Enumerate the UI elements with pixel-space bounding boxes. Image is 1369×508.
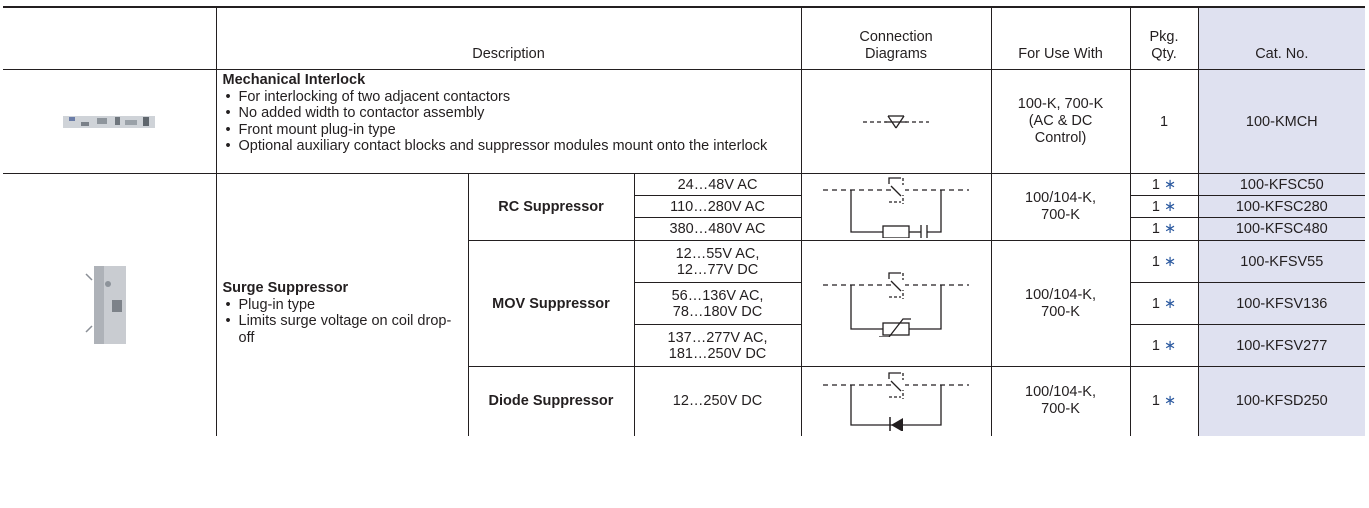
footnote-star-icon: ∗ [1163, 198, 1177, 215]
rc-cat-no-3: 100-KFSC480 [1197, 217, 1366, 241]
surge-bullets: Plug-in type Limits surge voltage on coi… [223, 297, 462, 347]
mov-use-with: 100/104-K,700-K [990, 240, 1131, 367]
mov-qty-2: 1∗ [1129, 282, 1199, 325]
header-pkg-qty: Pkg.Qty. [1129, 6, 1199, 70]
diode-suppressor-diagram [823, 372, 970, 432]
mov-cat-no-1: 100-KFSV55 [1197, 240, 1366, 283]
mov-voltage-3: 137…277V AC,181…250V DC [633, 324, 802, 367]
mov-cat-no-2: 100-KFSV136 [1197, 282, 1366, 325]
rc-qty-1: 1∗ [1129, 173, 1199, 196]
rc-suppressor-label: RC Suppressor [467, 173, 634, 241]
table-row: 110…280V AC 1∗ 100-KFSC280 [3, 195, 1366, 218]
list-item: Optional auxiliary contact blocks and su… [226, 138, 799, 155]
list-item: For interlocking of two adjacent contact… [225, 89, 795, 106]
list-item: Limits surge voltage on coil drop-off [226, 313, 462, 346]
rc-qty-3: 1∗ [1129, 217, 1199, 241]
header-for-use-with: For Use With [990, 6, 1131, 70]
interlock-row: Mechanical Interlock For interlocking of… [3, 69, 1366, 174]
list-item: Plug-in type [226, 297, 462, 314]
footnote-star-icon: ∗ [1163, 337, 1177, 354]
mov-voltage-2: 56…136V AC,78…180V DC [633, 282, 802, 325]
diode-qty: 1∗ [1129, 366, 1199, 436]
interlock-title: Mechanical Interlock [222, 72, 366, 88]
surge-title: Surge Suppressor [222, 280, 349, 296]
table-row: 137…277V AC,181…250V DC 1∗ 100-KFSV277 [3, 324, 1366, 367]
mov-cat-no-3: 100-KFSV277 [1197, 324, 1366, 367]
footnote-star-icon: ∗ [1163, 253, 1177, 270]
rc-use-with: 100/104-K,700-K [990, 173, 1131, 241]
rc-cat-no-2: 100-KFSC280 [1197, 195, 1366, 218]
mov-suppressor-label: MOV Suppressor [467, 240, 634, 367]
mov-qty-1: 1∗ [1129, 240, 1199, 283]
surge-description: Surge Suppressor Plug-in type Limits sur… [215, 173, 468, 436]
mov-qty-3: 1∗ [1129, 324, 1199, 367]
diode-diagram-cell [800, 366, 992, 436]
rc-cat-no-1: 100-KFSC50 [1197, 173, 1366, 196]
footnote-star-icon: ∗ [1163, 295, 1177, 312]
diode-cat-no: 100-KFSD250 [1197, 366, 1366, 436]
diode-suppressor-label: Diode Suppressor [467, 366, 634, 436]
header-description: Description [215, 6, 802, 70]
interlock-qty: 1 [1129, 69, 1199, 174]
table-row: 380…480V AC 1∗ 100-KFSC480 [3, 217, 1366, 241]
list-item: Front mount plug-in type [225, 122, 795, 139]
table-row: MOV Suppressor 12…55V AC,12…77V DC 100/1… [3, 240, 1366, 367]
header-image-cell [3, 6, 216, 70]
rc-qty-2: 1∗ [1129, 195, 1199, 218]
mechanical-interlock-symbol [863, 114, 930, 129]
interlock-image [3, 69, 216, 174]
diode-use-with: 100/104-K,700-K [990, 366, 1131, 436]
footnote-star-icon: ∗ [1163, 221, 1177, 237]
table-row: Surge Suppressor Plug-in type Limits sur… [3, 173, 1366, 436]
list-item: No added width to contactor assembly [225, 105, 795, 122]
interlock-bullets: For interlocking of two adjacent contact… [223, 89, 795, 155]
rc-voltage-3: 380…480V AC [633, 217, 802, 241]
table-row: 56…136V AC,78…180V DC 1∗ 100-KFSV136 [3, 282, 1366, 325]
header-cat-no: Cat. No. [1197, 6, 1366, 70]
diode-voltage: 12…250V DC [633, 366, 802, 436]
rc-voltage-2: 110…280V AC [633, 195, 802, 218]
mov-voltage-1: 12…55V AC,12…77V DC [633, 240, 802, 283]
rc-diagram-cell [800, 173, 992, 241]
interlock-description: Mechanical Interlock For interlocking of… [215, 69, 802, 174]
mov-diagram-cell [800, 240, 992, 367]
rc-suppressor-diagram [823, 177, 970, 238]
surge-suppressor-product-image [85, 265, 127, 344]
footnote-star-icon: ∗ [1163, 393, 1177, 410]
interlock-product-image [63, 115, 156, 128]
surge-image [3, 174, 216, 436]
interlock-cat-no: 100-KMCH [1197, 69, 1366, 174]
table-row: Diode Suppressor 12…250V DC 100/104-K,70… [3, 366, 1366, 436]
footnote-star-icon: ∗ [1163, 176, 1177, 193]
interlock-diagram-cell [800, 69, 992, 174]
rc-voltage-1: 24…48V AC [633, 173, 802, 196]
mov-suppressor-diagram [823, 271, 970, 337]
